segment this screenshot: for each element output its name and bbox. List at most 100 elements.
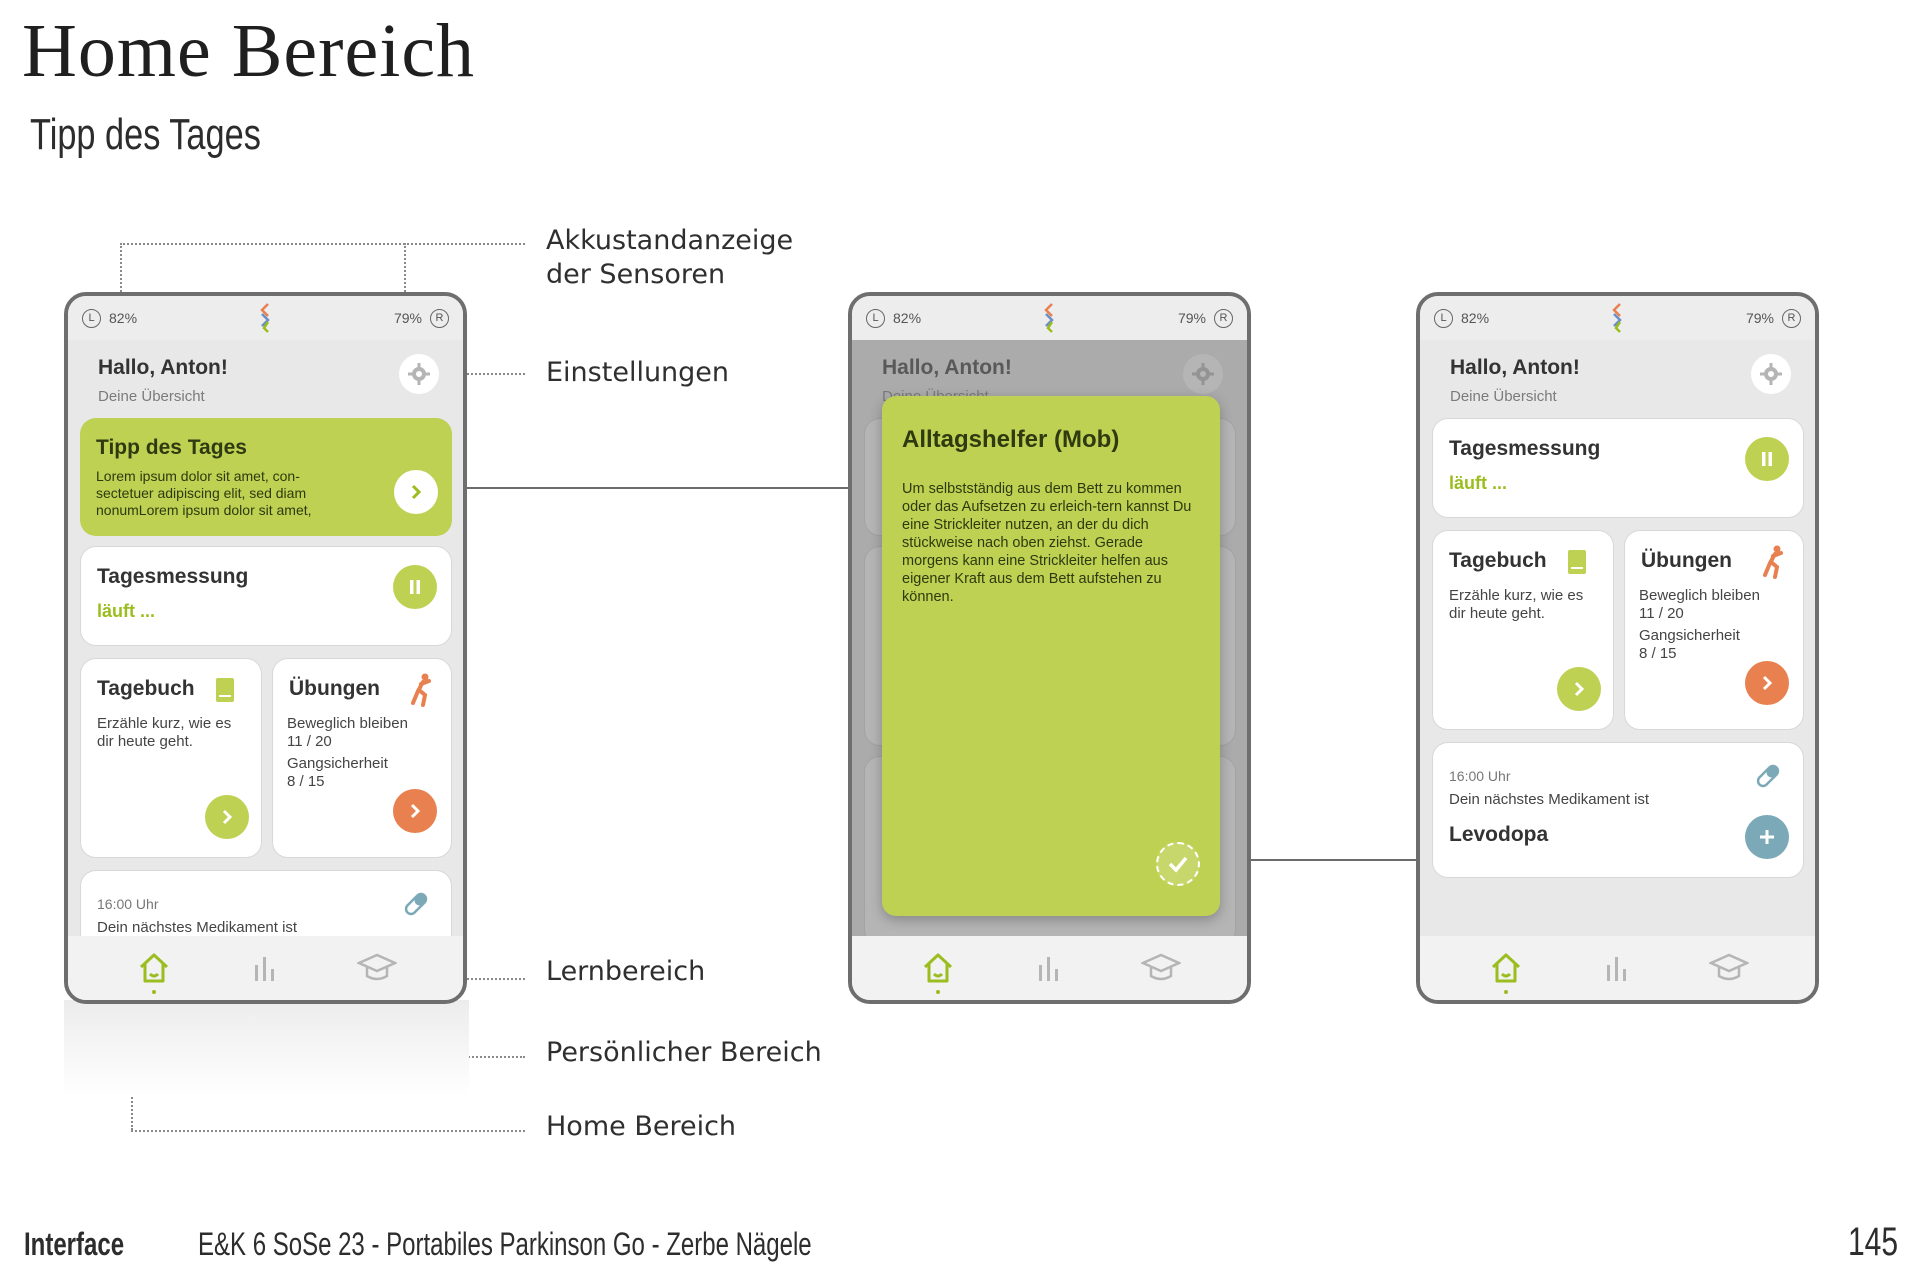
diary-title: Tagebuch — [97, 677, 195, 700]
right-sensor-badge: R — [1214, 308, 1233, 328]
home-screen: Hallo, Anton! Deine Übersicht Tipp des T… — [68, 340, 463, 980]
bar-chart-icon — [1039, 957, 1059, 981]
chevron-right-icon — [411, 484, 422, 500]
diary-card[interactable]: Tagebuch Erzähle kurz, wie es dir heute … — [1432, 530, 1614, 730]
modal-to-home-connector — [1204, 859, 1416, 861]
tip-of-the-day-card[interactable]: Tipp des Tages Lorem ipsum dolor sit ame… — [80, 418, 452, 536]
nav-active-indicator — [151, 990, 156, 994]
exercises-open-button[interactable] — [393, 789, 437, 833]
bottom-nav — [852, 936, 1247, 1000]
greeting: Hallo, Anton! — [98, 356, 228, 379]
measurement-status: läuft ... — [1449, 473, 1507, 493]
exercise-line-3: Gangsicherheit — [287, 755, 388, 772]
exercises-title: Übungen — [289, 677, 380, 700]
exercise-line-3: Gangsicherheit — [1639, 627, 1740, 644]
tip-open-button[interactable] — [394, 470, 438, 514]
left-battery-percent: 82% — [109, 310, 138, 326]
home-annotation-line — [131, 1130, 525, 1132]
nav-active-indicator — [1503, 990, 1508, 994]
medication-time: 16:00 Uhr — [97, 896, 159, 912]
annotation-battery-line2: der Sensoren — [546, 259, 726, 290]
diary-text: Erzähle kurz, wie es dir heute geht. — [97, 715, 232, 750]
pause-measurement-button[interactable] — [393, 565, 437, 609]
status-bar: L 82% 79% R — [68, 296, 463, 340]
pause-icon — [1762, 452, 1772, 466]
battery-annotation-line — [120, 243, 525, 245]
exercise-line-1: Beweglich bleiben — [287, 715, 408, 732]
settings-button[interactable] — [399, 354, 439, 394]
nav-home[interactable] — [918, 948, 958, 994]
annotation-home: Home Bereich — [546, 1111, 737, 1142]
right-sensor-badge: R — [1782, 308, 1801, 328]
annotation-settings: Einstellungen — [546, 357, 730, 388]
exercise-line-2: 11 / 20 — [287, 733, 332, 750]
settings-button[interactable] — [1751, 354, 1791, 394]
tip-to-modal-connector — [435, 487, 848, 489]
medication-card[interactable]: 16:00 Uhr Dein nächstes Medikament ist L… — [1432, 742, 1804, 878]
exercises-open-button[interactable] — [1745, 661, 1789, 705]
nav-home[interactable] — [134, 948, 174, 994]
diary-card[interactable]: Tagebuch Erzähle kurz, wie es dir heute … — [80, 658, 262, 858]
nav-personal[interactable] — [1597, 948, 1637, 988]
right-battery-percent: 79% — [1177, 310, 1206, 326]
gear-icon — [408, 363, 430, 385]
pause-measurement-button[interactable] — [1745, 437, 1789, 481]
exercises-card[interactable]: Übungen Beweglich bleiben 11 / 20 Gangsi… — [272, 658, 452, 858]
daily-measurement-card[interactable]: Tagesmessung läuft ... — [80, 546, 452, 646]
right-sensor-badge: R — [430, 308, 449, 328]
pill-icon — [404, 892, 428, 916]
measurement-status: läuft ... — [97, 601, 155, 621]
medication-name: Levodopa — [1449, 823, 1549, 846]
diary-title: Tagebuch — [1449, 549, 1547, 572]
nav-personal[interactable] — [1029, 948, 1069, 988]
medication-time: 16:00 Uhr — [1449, 768, 1511, 784]
check-icon — [1168, 856, 1188, 873]
plus-icon — [1760, 830, 1774, 844]
modal-confirm-button[interactable] — [1156, 842, 1200, 886]
annotation-personal: Persönlicher Bereich — [546, 1037, 822, 1068]
bottom-nav — [1420, 936, 1815, 1000]
nav-learning[interactable] — [357, 948, 398, 988]
tip-detail-modal: Alltagshelfer (Mob) Um selbstständig aus… — [882, 396, 1220, 916]
home-icon — [139, 953, 168, 983]
left-battery-percent: 82% — [893, 310, 922, 326]
diary-open-button[interactable] — [205, 795, 249, 839]
footer-course: E&K 6 SoSe 23 - Portabiles Parkinson Go … — [198, 1226, 812, 1262]
pill-icon — [1756, 764, 1780, 788]
nav-personal[interactable] — [245, 948, 285, 988]
graduation-cap-icon — [1141, 953, 1182, 981]
tip-title: Tipp des Tages — [96, 436, 247, 459]
phone-home-after-tip: L 82% 79% R Hallo, Anton! Deine Übersich… — [1416, 292, 1819, 1004]
exercises-card[interactable]: Übungen Beweglich bleiben 11 / 20 Gangsi… — [1624, 530, 1804, 730]
nav-learning[interactable] — [1709, 948, 1750, 988]
exercise-line-1: Beweglich bleiben — [1639, 587, 1760, 604]
logo-mark-icon — [1611, 303, 1622, 333]
measurement-title: Tagesmessung — [97, 565, 249, 588]
overview-label: Deine Übersicht — [98, 388, 205, 405]
left-sensor-badge: L — [866, 308, 885, 328]
medication-text: Dein nächstes Medikament ist — [97, 919, 298, 936]
home-icon — [923, 953, 952, 983]
exercise-figure-icon — [1763, 545, 1783, 579]
bottom-nav — [68, 936, 463, 1000]
nav-home[interactable] — [1486, 948, 1526, 994]
diary-open-button[interactable] — [1557, 667, 1601, 711]
right-battery-percent: 79% — [1745, 310, 1774, 326]
right-battery-percent: 79% — [393, 310, 422, 326]
page-subtitle: Tipp des Tages — [30, 110, 261, 159]
add-medication-button[interactable] — [1745, 815, 1789, 859]
logo-mark-icon — [1043, 303, 1054, 333]
exercise-line-4: 8 / 15 — [1639, 645, 1677, 662]
modal-text: Um selbstständig aus dem Bett zu kommen … — [902, 481, 1192, 605]
gear-icon — [1760, 363, 1782, 385]
exercise-line-4: 8 / 15 — [287, 773, 325, 790]
battery-annotation-line-right — [404, 243, 406, 303]
exercise-figure-icon — [411, 673, 431, 707]
graduation-cap-icon — [1709, 953, 1750, 981]
nav-active-indicator — [935, 990, 940, 994]
home-screen: Hallo, Anton! Deine Übersicht Tagesmessu… — [1420, 340, 1815, 936]
nav-learning[interactable] — [1141, 948, 1182, 988]
daily-measurement-card[interactable]: Tagesmessung läuft ... — [1432, 418, 1804, 518]
settings-annotation-line — [435, 373, 525, 375]
chevron-right-icon — [1762, 675, 1773, 691]
